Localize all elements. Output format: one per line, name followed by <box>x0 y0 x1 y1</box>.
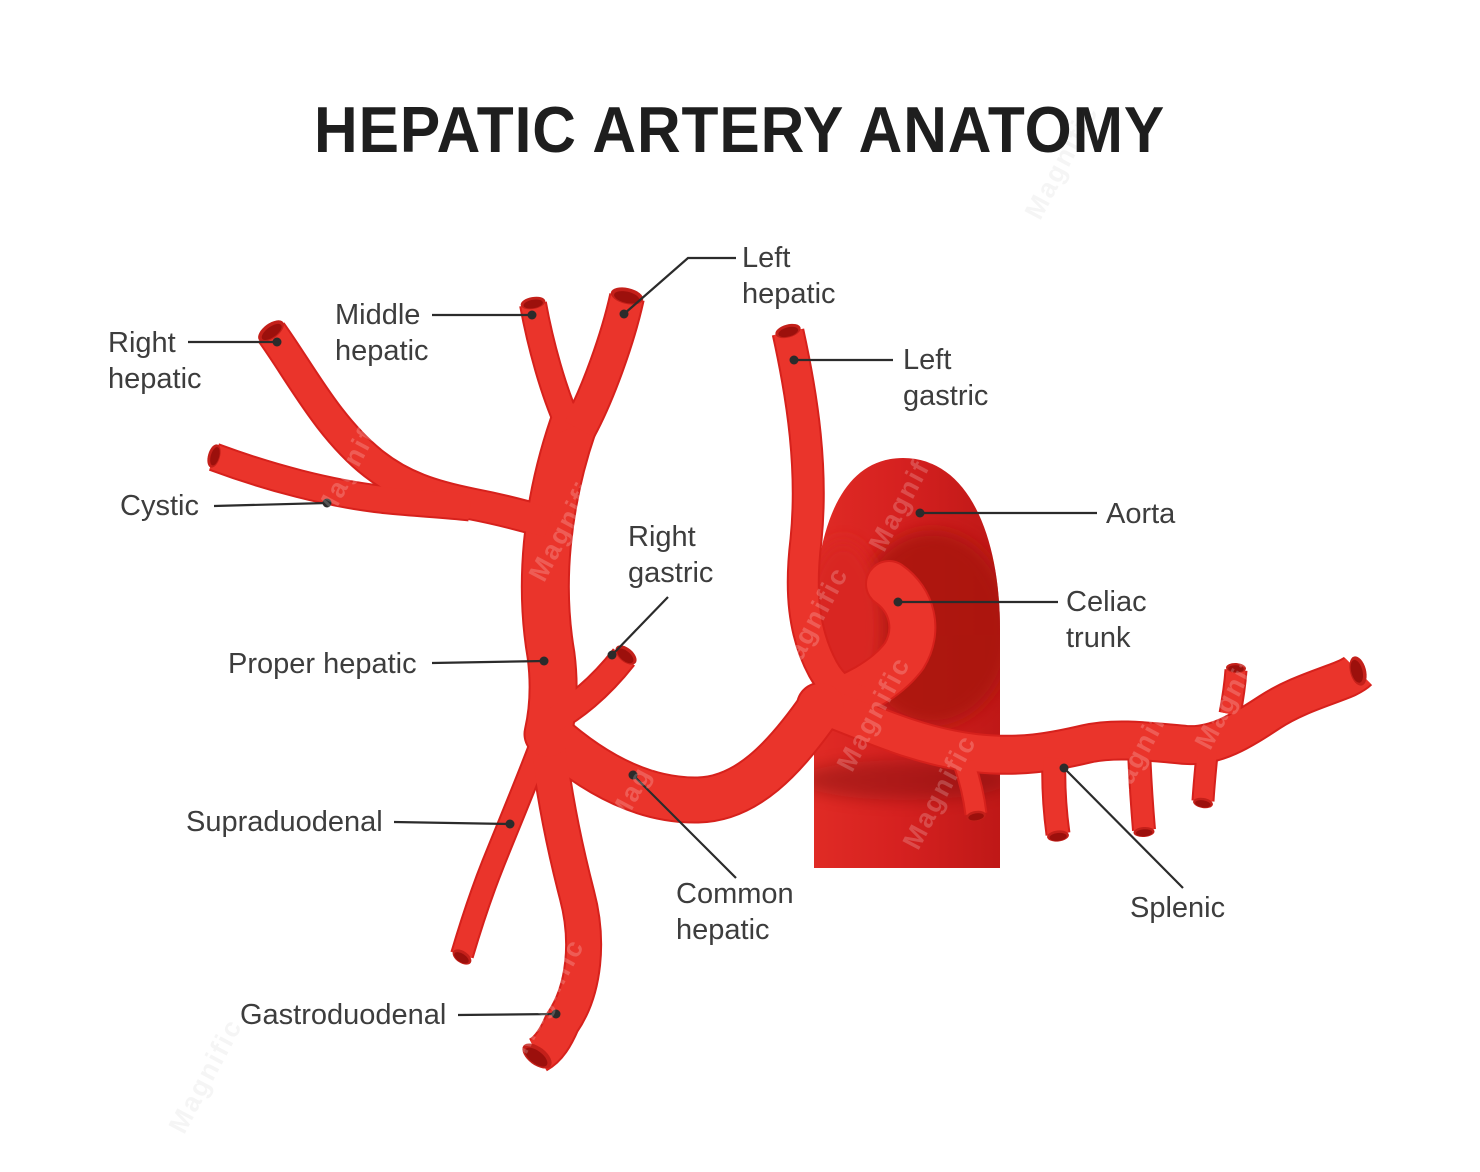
vessel-left-hepatic <box>579 297 627 429</box>
page-title-text: HEPATIC ARTERY ANATOMY <box>314 93 1166 166</box>
vessel-splenic-branch-up <box>1230 670 1236 714</box>
leader-lines <box>188 256 1184 1019</box>
vessel-splenic-branch-4 <box>1203 744 1208 801</box>
vessel-common-hepatic <box>548 705 822 800</box>
vessel-supraduodenal <box>462 744 541 955</box>
vessel-middle-hepatic <box>533 304 570 428</box>
page-title: HEPATIC ARTERY ANATOMY <box>0 92 1480 167</box>
tube-openings <box>207 287 1367 1069</box>
vessel-outlines <box>214 297 1358 1055</box>
vessel-splenic-branch-1 <box>964 763 976 814</box>
vessel-splenic-branch-2 <box>1054 758 1058 834</box>
vessel-splenic-branch-3 <box>1139 748 1144 830</box>
